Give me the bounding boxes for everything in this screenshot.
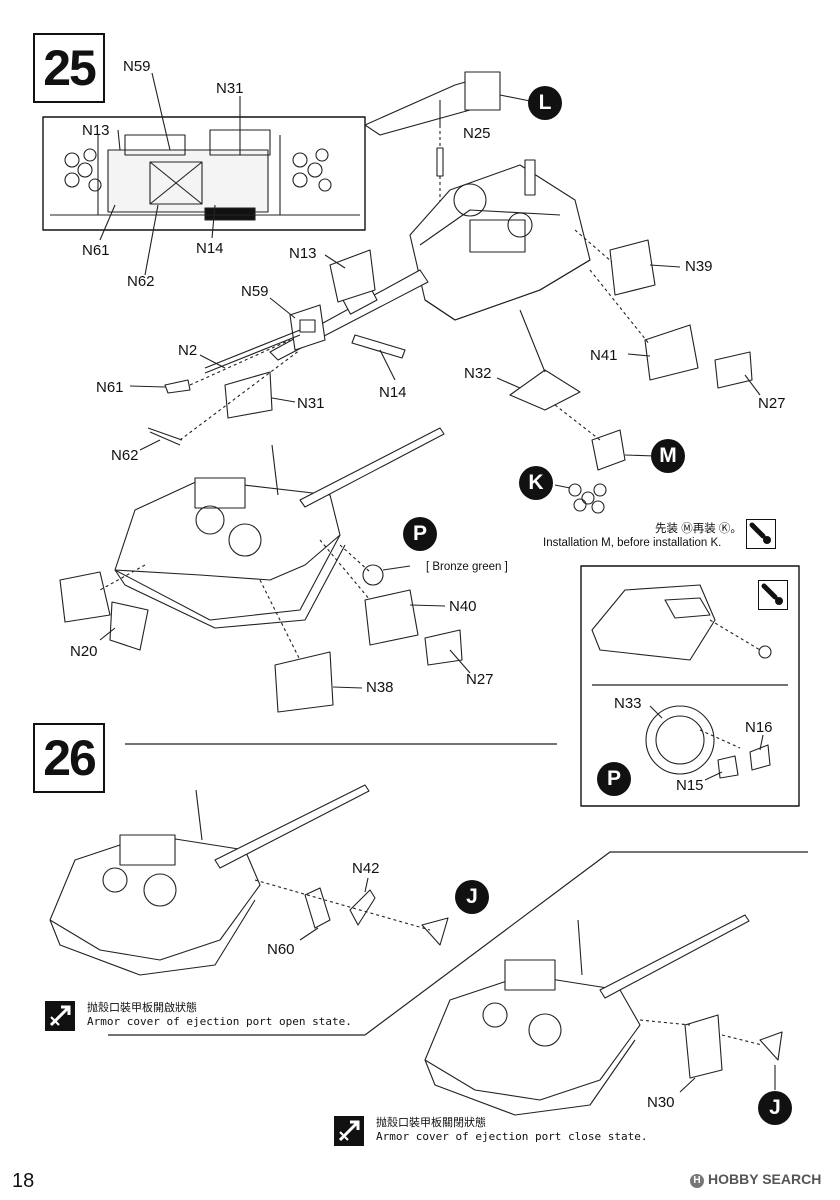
step-number-26: 26 xyxy=(33,723,105,793)
label-n33: N33 xyxy=(614,695,642,712)
callout-m: M xyxy=(651,439,685,473)
label-n61-inset: N61 xyxy=(82,242,110,259)
ejection-close-note-jp: 抛殼口裝甲板關閉狀態 xyxy=(376,1117,486,1129)
cement-warning-icon xyxy=(746,519,776,549)
label-n20: N20 xyxy=(70,643,98,660)
bronze-green-note: [ Bronze green ] xyxy=(426,561,508,573)
watermark-text: HOBBY SEARCH xyxy=(708,1171,822,1187)
label-n13: N13 xyxy=(289,245,317,262)
label-n27-top: N27 xyxy=(758,395,786,412)
step-number-25: 25 xyxy=(33,33,105,103)
callout-l: L xyxy=(528,86,562,120)
label-n41: N41 xyxy=(590,347,618,364)
label-n32: N32 xyxy=(464,365,492,382)
label-n30: N30 xyxy=(647,1094,675,1111)
label-n62-inset: N62 xyxy=(127,273,155,290)
label-n15: N15 xyxy=(676,777,704,794)
callout-p-main: P xyxy=(403,517,437,551)
label-n42: N42 xyxy=(352,860,380,877)
step-26-text: 26 xyxy=(43,730,97,786)
label-n25: N25 xyxy=(463,125,491,142)
callout-j-closed: J xyxy=(758,1091,792,1125)
install-order-note-en: Installation M, before installation K. xyxy=(543,537,722,549)
callout-j-open: J xyxy=(455,880,489,914)
label-n61: N61 xyxy=(96,379,124,396)
install-order-note-jp: 先装 Ⓜ再装 Ⓚ。 xyxy=(655,523,742,535)
label-n59: N59 xyxy=(241,283,269,300)
inset-detail-drawing xyxy=(42,72,366,276)
label-n13-inset: N13 xyxy=(82,122,110,139)
label-n31: N31 xyxy=(297,395,325,412)
cement-warning-icon-detail xyxy=(758,580,788,610)
callout-k: K xyxy=(519,466,553,500)
callout-p-detail: P xyxy=(597,762,631,796)
watermark-logo-icon: H xyxy=(690,1174,704,1188)
turret-closed-26 xyxy=(424,914,783,1116)
ejection-close-note-en: Armor cover of ejection port close state… xyxy=(376,1130,648,1143)
label-n27-mid: N27 xyxy=(466,671,494,688)
step-25-text: 25 xyxy=(43,40,97,96)
label-n16: N16 xyxy=(745,719,773,736)
label-n60: N60 xyxy=(267,941,295,958)
label-n62: N62 xyxy=(111,447,139,464)
turret-exploded-top xyxy=(129,71,761,514)
turret-assembled-25 xyxy=(59,427,471,713)
label-n31-inset: N31 xyxy=(216,80,244,97)
label-n39: N39 xyxy=(685,258,713,275)
option-arrow-icon-open xyxy=(45,1001,75,1031)
label-n14-inset: N14 xyxy=(196,240,224,257)
label-n38: N38 xyxy=(366,679,394,696)
turret-open-26 xyxy=(49,784,449,976)
label-n2: N2 xyxy=(178,342,198,359)
label-n14: N14 xyxy=(379,384,407,401)
label-n59-inset: N59 xyxy=(123,58,151,75)
page-number: 18 xyxy=(12,1170,35,1192)
label-n40: N40 xyxy=(449,598,477,615)
watermark: H HOBBY SEARCH xyxy=(690,1171,821,1188)
ejection-open-note-jp: 抛殼口裝甲板開啟狀態 xyxy=(87,1002,197,1014)
option-arrow-icon-close xyxy=(334,1116,364,1146)
ejection-open-note-en: Armor cover of ejection port open state. xyxy=(87,1015,352,1028)
